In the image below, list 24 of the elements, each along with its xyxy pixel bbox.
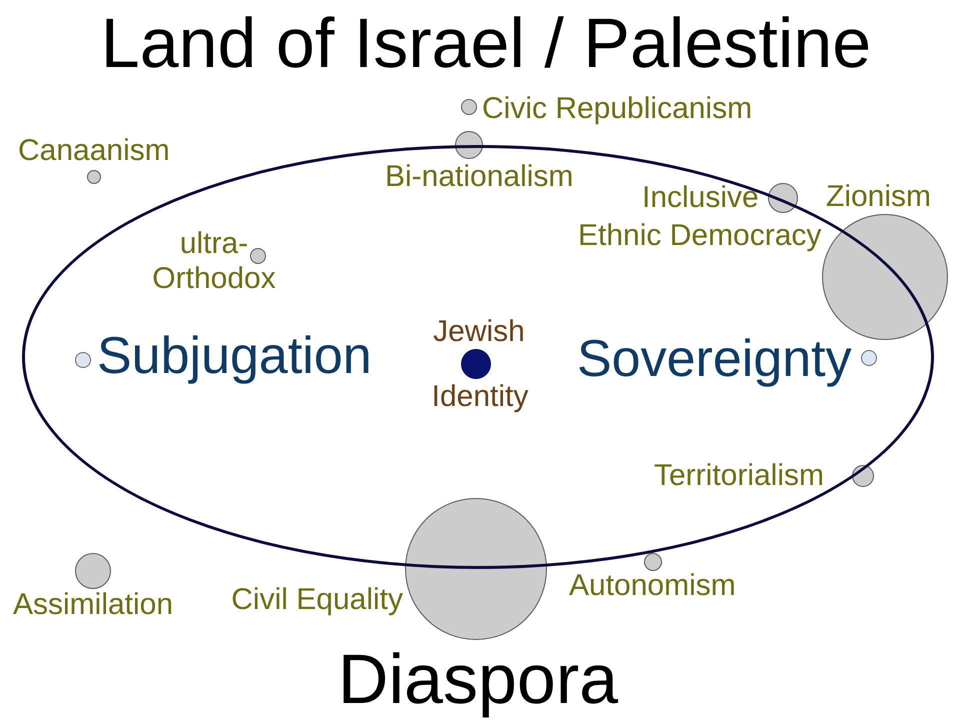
bubble-label: ultra-Orthodox: [151, 226, 277, 296]
bubble-label: Canaanism: [18, 134, 170, 166]
pole-dot: [861, 350, 877, 366]
center-label: Identity: [432, 380, 528, 412]
axis-label: Diaspora: [338, 641, 618, 718]
bubble: [75, 553, 111, 589]
bubble-label: Bi-nationalism: [385, 160, 574, 192]
bubble-label: Territorialism: [654, 458, 824, 492]
pole-dot: [75, 352, 91, 368]
bubble-label: Zionism: [826, 180, 932, 212]
bubble: [455, 131, 483, 159]
bubble-label: Assimilation: [13, 588, 174, 620]
bubble-label: Civil Equality: [231, 582, 403, 616]
bubble-label: Civic Republicanism: [482, 92, 752, 124]
bubble: [644, 553, 662, 571]
bubble-label: Autonomism: [569, 568, 736, 602]
bubble: [461, 99, 477, 115]
title: Land of Israel / Palestine: [100, 5, 872, 82]
bubble-label: Inclusive Ethnic Democracy: [578, 180, 822, 254]
center-dot: [461, 349, 491, 379]
axis-label: Sovereignty: [577, 331, 852, 389]
axis-label: Subjugation: [97, 328, 372, 386]
center-label: Jewish: [433, 314, 525, 348]
bubble: [250, 248, 266, 264]
